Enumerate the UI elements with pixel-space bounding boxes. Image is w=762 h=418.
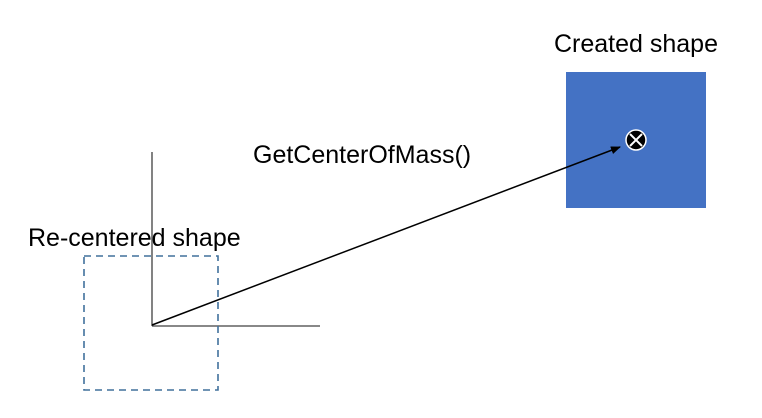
center-of-mass-icon: [625, 129, 647, 151]
created-shape-label: Created shape: [554, 30, 718, 58]
recentered-shape-label: Re-centered shape: [28, 224, 241, 252]
arrow-label: GetCenterOfMass(): [253, 141, 471, 169]
center-of-mass-arrow: [151, 146, 621, 326]
recentered-shape-square: [83, 255, 219, 391]
